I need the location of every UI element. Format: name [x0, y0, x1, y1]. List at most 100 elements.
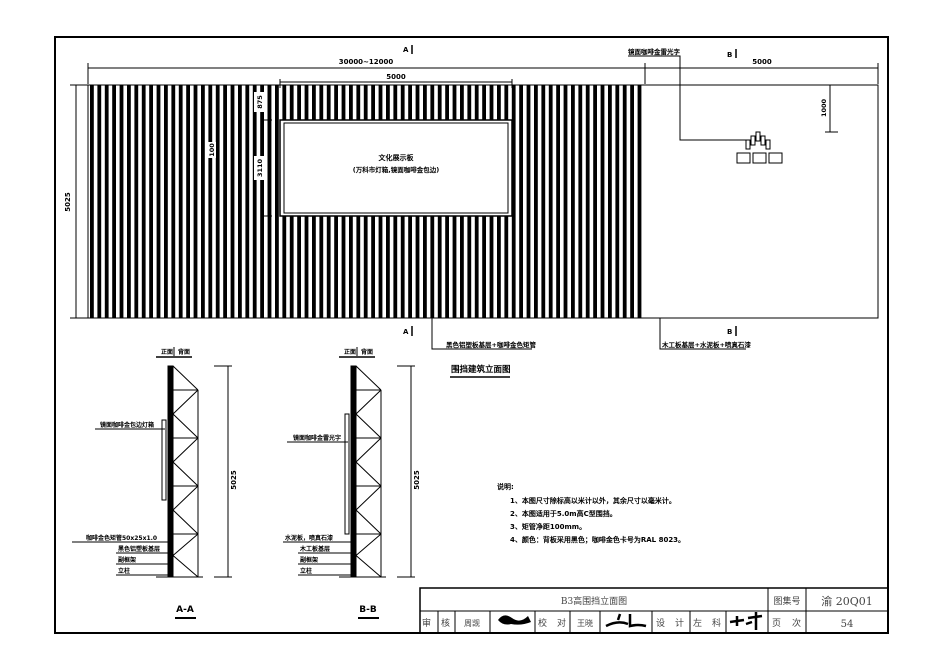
page-label-2: 次: [792, 617, 801, 629]
notes-heading: 说明:: [497, 482, 514, 491]
stripe: [119, 85, 124, 318]
stripe: [127, 85, 131, 318]
truss-member: [355, 365, 382, 391]
stripe: [511, 85, 516, 318]
checker-name: 王晓: [577, 618, 593, 628]
section-mark-a-bottom: A: [403, 328, 409, 336]
truss-member: [172, 437, 199, 463]
section-mark-b-bottom: B: [727, 328, 732, 336]
stripe: [230, 85, 235, 318]
section-b-label: 副框架: [300, 556, 318, 564]
truss-member: [355, 485, 382, 511]
section-a-label: 镜面咖啡金包边灯箱: [100, 421, 154, 429]
stripe: [563, 85, 568, 318]
section-a-dim-line: [214, 365, 232, 578]
section-b-dim-label: 5025: [413, 470, 421, 490]
panel-title: 文化展示板: [379, 153, 415, 162]
designer-name-1: 左: [693, 617, 702, 629]
stripe: [608, 85, 612, 318]
truss-member: [355, 413, 382, 439]
notes: 说明: 1、本图尺寸除标高以米计以外，其余尺寸以毫米计。 2、本图适用于5.0m…: [497, 482, 685, 544]
post: [350, 365, 357, 578]
section-b-dim-line: [397, 365, 415, 578]
culture-display-panel: [279, 119, 513, 217]
note-item: 4、颜色：背板采用黑色；咖啡金色卡号为RAL 8023。: [510, 535, 685, 544]
title-block: B3高围挡立面图 图集号 渝 20Q01 审 核 周觊 校 对 王晓 设 计 左…: [419, 587, 889, 634]
review-label-2: 核: [441, 617, 450, 629]
checker-signature: [605, 613, 647, 628]
designer-signature: [729, 612, 763, 630]
stripe: [193, 85, 198, 318]
callout-left: 黑色铝塑板基层+咖啡金色矩管: [446, 340, 536, 349]
truss-member: [355, 555, 382, 578]
stripe: [630, 85, 634, 318]
dim-total-line: [87, 63, 879, 84]
atlas-number: 渝 20Q01: [821, 594, 873, 608]
stripe: [141, 85, 146, 318]
section-b-label: 水泥板，喷真石漆: [285, 534, 333, 542]
truss-member: [355, 461, 382, 487]
note-item: 1、本图尺寸除标高以米计以外，其余尺寸以毫米计。: [510, 496, 676, 505]
dim-logo-line: [825, 85, 838, 133]
stripe: [556, 85, 560, 318]
stripe: [134, 85, 139, 318]
section-a-label: 立柱: [118, 567, 130, 575]
designer-name-2: 科: [712, 617, 721, 629]
label-bg: [254, 156, 264, 180]
dim-stripe-label: 100: [208, 143, 216, 157]
section-b-back: 背面: [361, 348, 373, 356]
elevation-outline: [87, 84, 879, 319]
truss-member: [172, 485, 199, 511]
stripe: [112, 85, 116, 318]
stripe: [600, 85, 605, 318]
design-label-2: 计: [675, 617, 684, 629]
section-b-truss: [339, 365, 386, 578]
stripe: [252, 85, 257, 318]
label-bg: [254, 92, 264, 112]
check-label-2: 对: [557, 617, 566, 629]
section-b-label: 立柱: [300, 567, 312, 575]
dim-height-line: [70, 84, 88, 319]
review-label-1: 审: [422, 617, 431, 629]
section-a-label: 黑色铝塑板基层: [118, 545, 160, 553]
section-mark-a-top: A: [403, 46, 409, 54]
reviewer-signature: [498, 615, 531, 625]
callout-right-leader: [659, 318, 746, 350]
truss-member: [355, 533, 382, 556]
panel-inner-border: [283, 122, 509, 214]
stripe: [208, 85, 213, 318]
truss-member: [355, 437, 382, 463]
stripe: [637, 85, 642, 318]
dim-panel-vertical-line: [264, 85, 272, 217]
dim-right-width-label: 5000: [752, 58, 772, 66]
callout-left-leader: [431, 318, 532, 350]
note-item: 2、本图适用于5.0m高C型围挡。: [510, 509, 617, 518]
dim-panel-width-line: [279, 79, 513, 88]
label-bg: [206, 142, 216, 158]
section-a-label: 咖啡金色矩管50x25x1.0: [86, 534, 157, 542]
section-b-front: 正面: [344, 348, 356, 356]
stripe: [260, 85, 264, 318]
section-a-label: 副框架: [118, 556, 136, 564]
stripe: [149, 85, 153, 318]
page-label-1: 页: [772, 618, 781, 629]
stripe: [178, 85, 183, 318]
stripe: [578, 85, 583, 318]
stripe: [104, 85, 109, 318]
dim-top-gap-label: 875: [256, 95, 264, 109]
truss-member: [172, 413, 199, 439]
panel-subtitle: (万科市灯箱,镜面咖啡金包边): [353, 165, 439, 174]
check-label-1: 校: [538, 617, 547, 629]
stripe: [201, 85, 205, 318]
section-a: 正面 背面 镜面咖啡金包边灯箱 咖啡金色矩管50x25x1.0 黑色铝塑板基层 …: [72, 347, 238, 619]
dim-panel-width-label: 5000: [386, 73, 406, 81]
stripe: [541, 85, 546, 318]
dim-total-label: 30000~12000: [339, 58, 394, 66]
stripe: [534, 85, 538, 318]
truss-member: [172, 533, 199, 556]
post: [167, 365, 174, 578]
section-a-dim-label: 5025: [230, 470, 238, 490]
truss-member: [172, 365, 199, 391]
callout-right: 木工板基层+水泥板+喷真石漆: [661, 340, 751, 349]
